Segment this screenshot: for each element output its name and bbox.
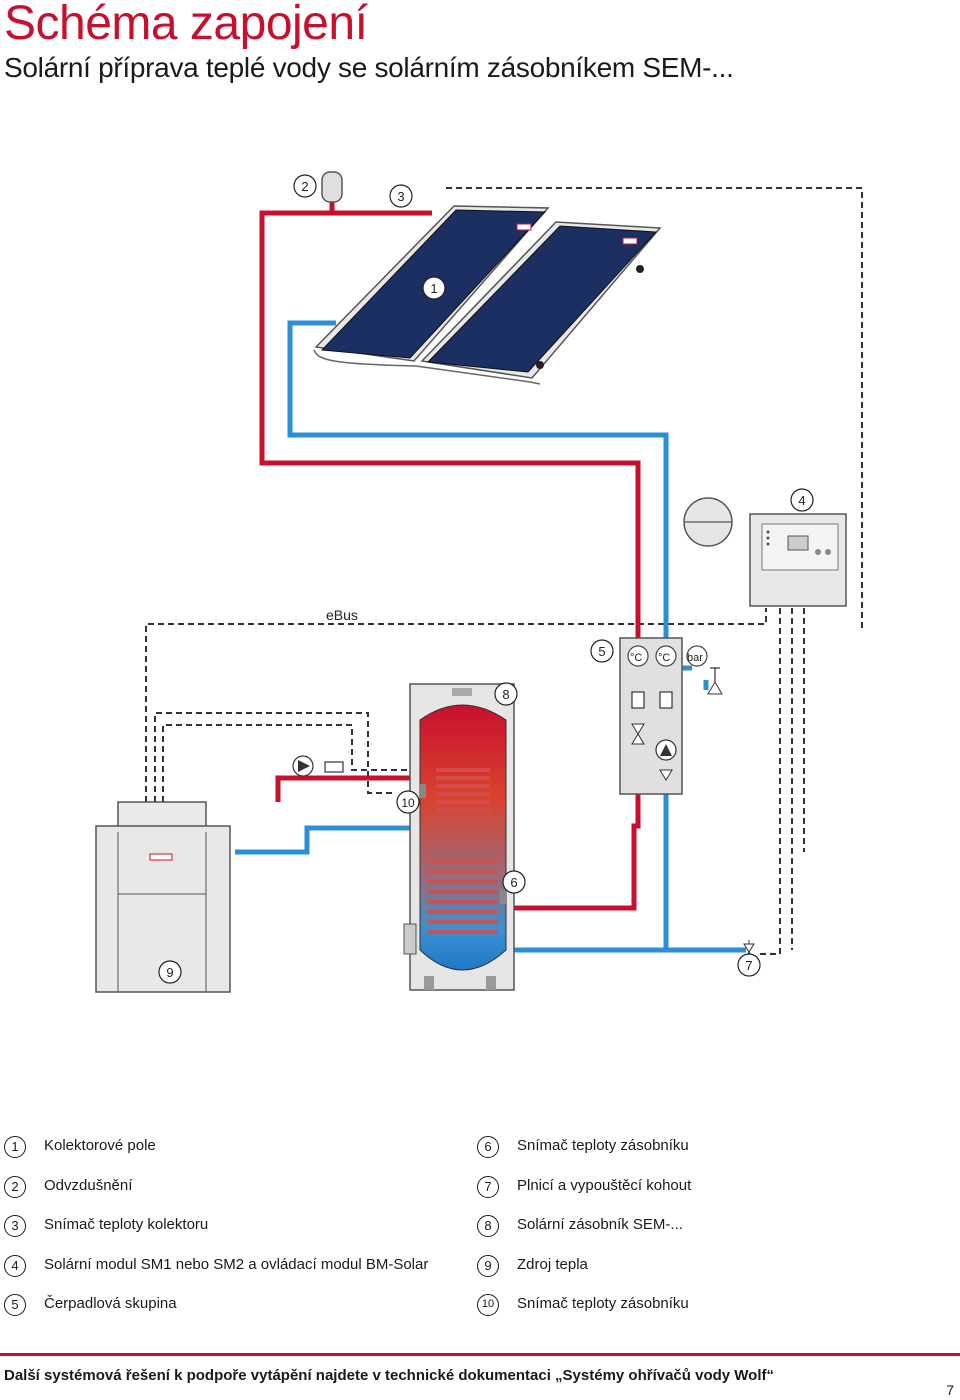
svg-text:3: 3: [397, 189, 404, 204]
callout-10: 10: [396, 790, 420, 814]
expansion-vessel-icon: [683, 497, 733, 547]
safety-valve-icon: [707, 667, 723, 695]
footer-note: Další systémová řešení k podpoře vytápěn…: [4, 1367, 774, 1384]
svg-text:8: 8: [502, 687, 509, 702]
callout-1: 1: [422, 276, 446, 300]
legend-label: Kolektorové pole: [44, 1137, 156, 1154]
svg-text:6: 6: [510, 875, 517, 890]
system-diagram: eBus °C °C bar 1 2 3 4 5 6 7 8 9 10: [95, 171, 863, 993]
svg-text:1: 1: [430, 281, 437, 296]
legend-label: Odvzdušnění: [44, 1176, 133, 1194]
legend-number: 4: [4, 1254, 26, 1277]
svg-text:9: 9: [166, 965, 173, 980]
callout-6: 6: [502, 870, 526, 894]
svg-text:5: 5: [598, 644, 605, 659]
footer-divider: [0, 1353, 960, 1356]
legend-number: 9: [477, 1254, 499, 1277]
legend-label: Plnicí a vypouštěcí kohout: [517, 1176, 692, 1194]
legend-label: Snímač teploty kolektoru: [44, 1216, 209, 1234]
controller-icon: [749, 513, 847, 607]
celsius-unit-2: °C: [658, 652, 670, 664]
air-vent-icon: [321, 171, 343, 203]
callout-4: 4: [790, 488, 814, 512]
legend-label: Snímač teploty zásobníku: [517, 1137, 689, 1154]
legend-number: 3: [4, 1215, 26, 1238]
callout-9: 9: [158, 960, 182, 984]
page-number: 7: [946, 1382, 954, 1398]
page-title: Schéma zapojení: [4, 0, 368, 50]
legend-label: Čerpadlová skupina: [44, 1295, 177, 1313]
legend-label: Solární zásobník SEM-...: [517, 1216, 683, 1234]
page-subtitle: Solární příprava teplé vody se solárním …: [4, 52, 734, 83]
legend-number: 6: [477, 1136, 499, 1158]
callout-8: 8: [494, 682, 518, 706]
pump-group-icon: [619, 637, 708, 795]
pressure-unit: bar: [687, 652, 703, 664]
svg-text:7: 7: [745, 958, 752, 973]
storage-tank-icon: [403, 683, 515, 991]
callout-2: 2: [293, 174, 317, 198]
callout-7: 7: [737, 953, 761, 977]
legend-number: 1: [4, 1136, 26, 1158]
legend-number: 8: [477, 1215, 499, 1238]
svg-text:10: 10: [401, 796, 415, 810]
temperature-sensor-icon: [500, 890, 506, 904]
temperature-sensor-icon: [420, 784, 426, 798]
ebus-wiring: [145, 187, 863, 955]
pump-icon: [292, 755, 344, 777]
legend-number: 2: [4, 1175, 26, 1198]
callout-5: 5: [590, 639, 614, 663]
legend-number: 10: [477, 1294, 499, 1317]
solar-collector-icon: [313, 205, 662, 385]
svg-text:4: 4: [798, 493, 805, 508]
legend-number: 7: [477, 1175, 499, 1198]
ebus-label: eBus: [326, 607, 358, 623]
svg-text:2: 2: [301, 179, 308, 194]
legend-label: Zdroj tepla: [517, 1255, 588, 1273]
legend-label: Solární modul SM1 nebo SM2 a ovládací mo…: [44, 1255, 429, 1273]
celsius-unit-1: °C: [630, 652, 642, 664]
legend-number: 5: [4, 1294, 26, 1317]
legend-label: Snímač teploty zásobníku: [517, 1295, 689, 1313]
callout-3: 3: [389, 184, 413, 208]
